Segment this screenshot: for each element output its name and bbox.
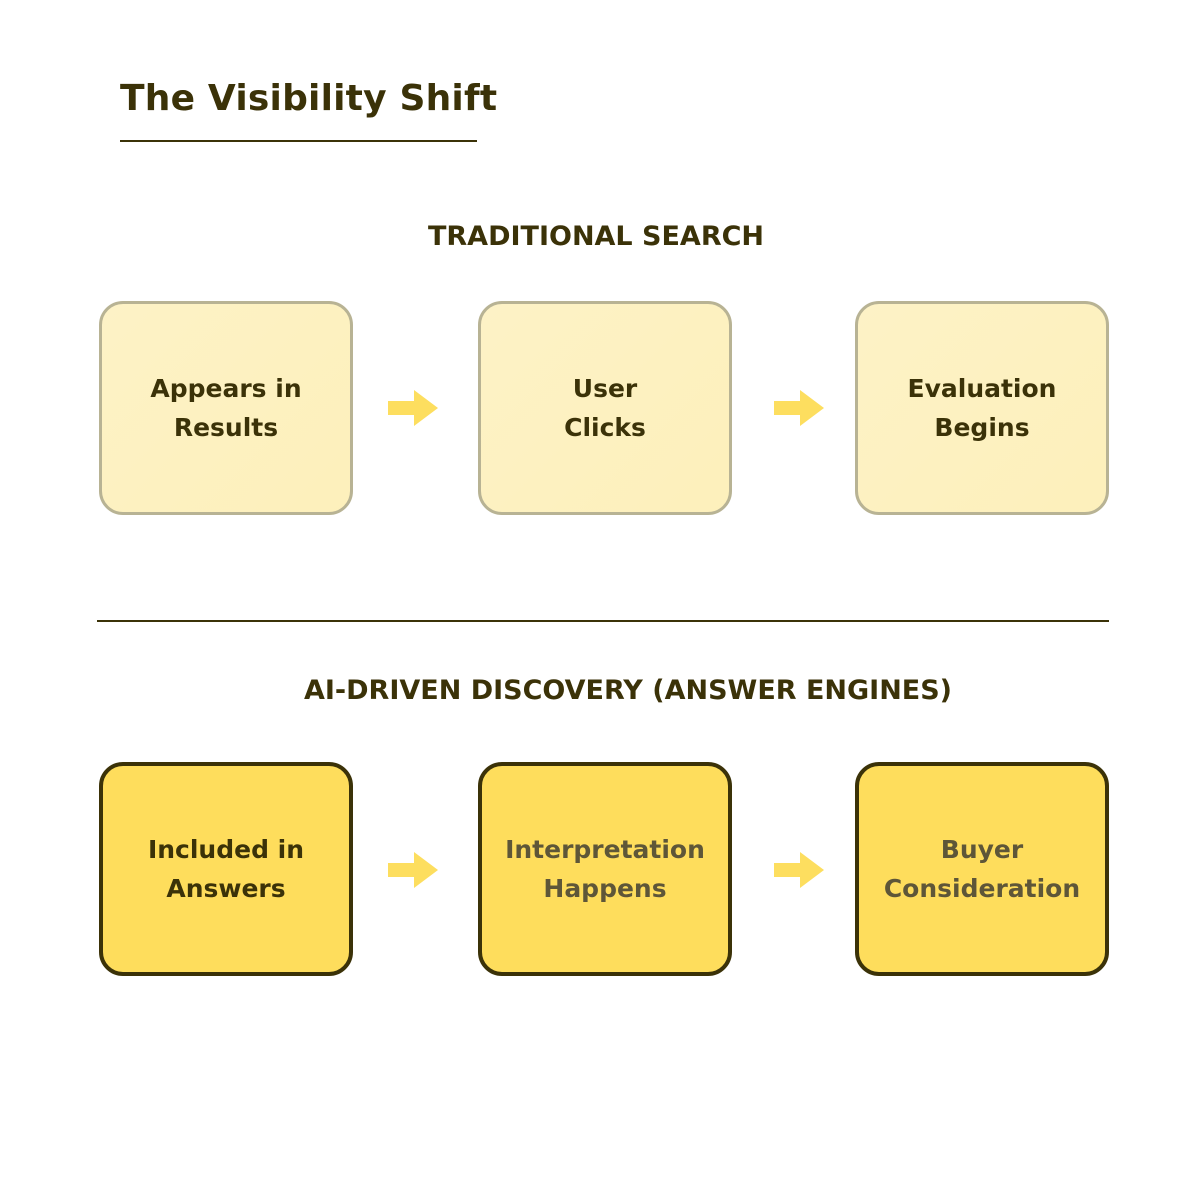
step-label-line: Included in (147, 835, 305, 864)
step-label-line: Evaluation (907, 374, 1057, 403)
traditional-step-user-clicks: User Clicks (478, 301, 732, 515)
step-label-line: Interpretation (505, 835, 705, 864)
section-divider (97, 620, 1109, 622)
step-label-line: Consideration (883, 874, 1081, 903)
step-label-line: Appears in (150, 374, 302, 403)
right-arrow-icon (386, 388, 440, 428)
title-underline (120, 140, 477, 142)
right-arrow-icon (386, 850, 440, 890)
page-title: The Visibility Shift (120, 78, 498, 119)
ai-step-buyer-consideration: Buyer Consideration (855, 762, 1109, 976)
step-label-line: Answers (166, 874, 286, 903)
step-label-line: Begins (934, 413, 1030, 442)
traditional-step-appears-in-results: Appears in Results (99, 301, 353, 515)
step-label-line: Results (173, 413, 279, 442)
right-arrow-icon (772, 388, 826, 428)
ai-discovery-heading: AI-DRIVEN DISCOVERY (ANSWER ENGINES) (303, 675, 953, 706)
traditional-step-evaluation-begins: Evaluation Begins (855, 301, 1109, 515)
ai-step-interpretation-happens: Interpretation Happens (478, 762, 732, 976)
step-label-line: User (572, 374, 638, 403)
ai-step-included-in-answers: Included in Answers (99, 762, 353, 976)
step-label-line: Clicks (564, 413, 646, 442)
step-label-line: Buyer (940, 835, 1024, 864)
step-label-line: Happens (543, 874, 667, 903)
traditional-search-heading: TRADITIONAL SEARCH (427, 221, 765, 252)
right-arrow-icon (772, 850, 826, 890)
